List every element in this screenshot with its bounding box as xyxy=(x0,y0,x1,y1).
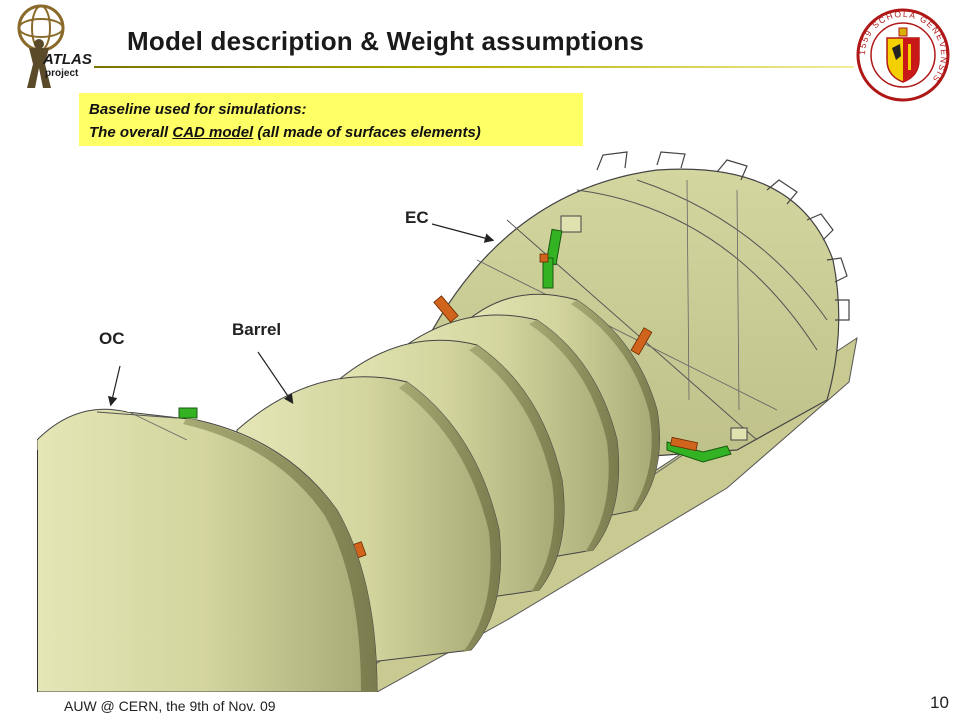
ec-top-bracket xyxy=(560,215,582,233)
cad-model-rendering xyxy=(37,151,858,692)
title-underline xyxy=(94,66,854,68)
callout-line-1: Baseline used for simulations: xyxy=(89,101,307,118)
callout-line-2: The overall CAD model (all made of surfa… xyxy=(89,121,583,144)
slide-title: Model description & Weight assumptions xyxy=(127,26,645,56)
atlas-logo-subtext: project xyxy=(45,68,79,79)
barrel xyxy=(236,293,660,667)
callout-text-post: (all made of surfaces elements) xyxy=(253,124,481,141)
cad-model-link[interactable]: CAD model xyxy=(172,124,254,141)
label-oc: OC xyxy=(99,329,125,348)
label-barrel: Barrel xyxy=(232,320,282,339)
footer-text: AUW @ CERN, the 9th of Nov. 09 xyxy=(64,698,276,714)
callout-text-pre: The overall xyxy=(89,124,173,141)
baseline-callout: Baseline used for simulations: The overa… xyxy=(79,93,583,146)
atlas-logo-text: ATLAS xyxy=(42,51,92,68)
atlas-logo: ATLAS project xyxy=(17,4,92,88)
supports xyxy=(178,228,748,463)
unige-seal-logo: 1559 SCHOLA GENEVENSIS xyxy=(856,8,950,102)
label-ec: EC xyxy=(405,208,429,227)
outer-coil-oc xyxy=(37,408,378,692)
page-number: 10 xyxy=(930,693,949,712)
